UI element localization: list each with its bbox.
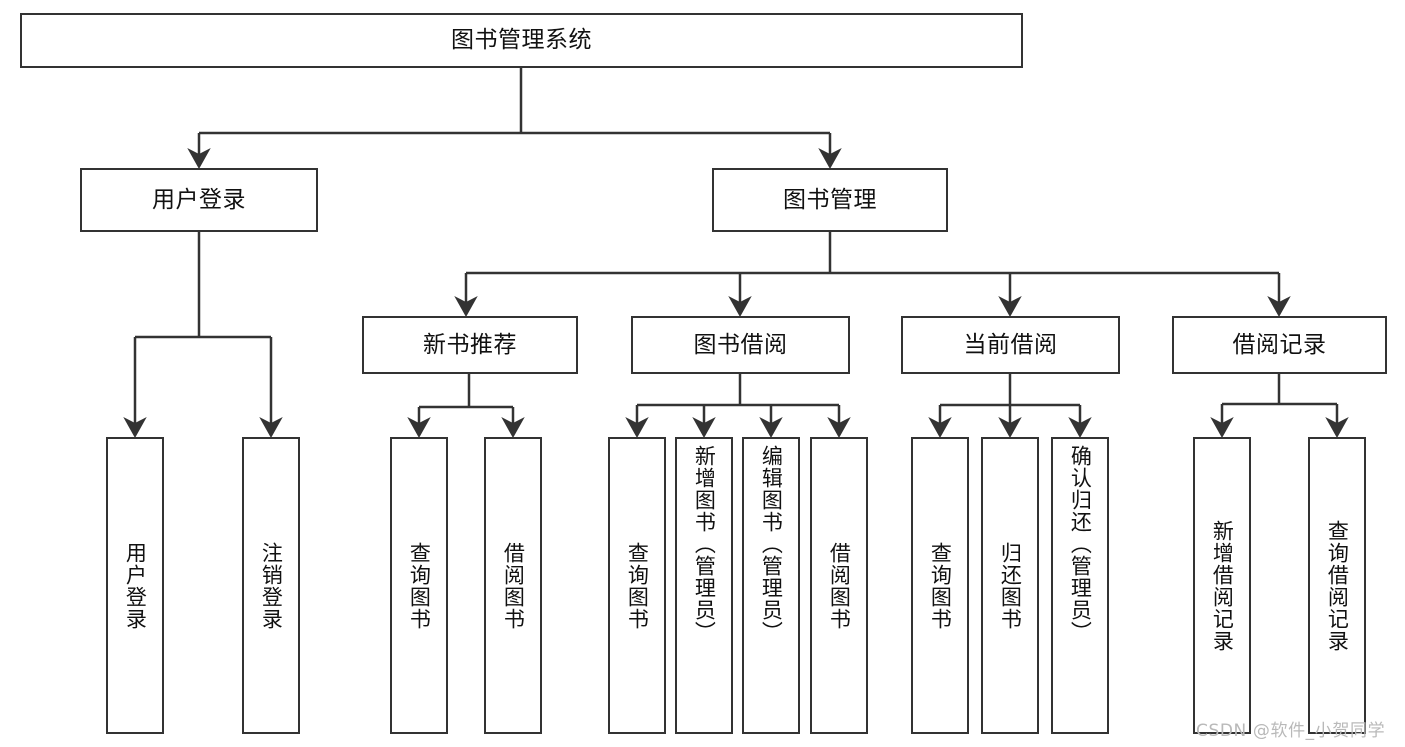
leaf-edit-book[interactable]: 编辑图书（管理员） (742, 437, 800, 734)
csdn-watermark: CSDN @软件_小贺同学 (1196, 721, 1386, 741)
node-label: 归还图书 (998, 541, 1023, 630)
node-label: 查询图书 (407, 541, 432, 630)
leaf-borrow-book-2[interactable]: 借阅图书 (810, 437, 868, 734)
node-label: 新增借阅记录 (1210, 519, 1235, 652)
leaf-add-record[interactable]: 新增借阅记录 (1193, 437, 1251, 734)
node-root-system[interactable]: 图书管理系统 (20, 13, 1023, 68)
leaf-query-book-1[interactable]: 查询图书 (390, 437, 448, 734)
leaf-user-login[interactable]: 用户登录 (106, 437, 164, 734)
node-label: 查询图书 (928, 541, 953, 630)
node-label: 确认归还（管理员） (1068, 445, 1093, 643)
leaf-query-book-3[interactable]: 查询图书 (911, 437, 969, 734)
leaf-query-record[interactable]: 查询借阅记录 (1308, 437, 1366, 734)
node-label: 查询图书 (625, 541, 650, 630)
node-book-manage[interactable]: 图书管理 (712, 168, 948, 232)
node-label: 借阅记录 (1232, 331, 1327, 358)
node-label: 当前借阅 (963, 331, 1058, 358)
node-book-borrow[interactable]: 图书借阅 (631, 316, 850, 374)
node-label: 图书管理 (783, 186, 877, 213)
node-label: 编辑图书（管理员） (759, 445, 784, 643)
leaf-query-book-2[interactable]: 查询图书 (608, 437, 666, 734)
node-label: 新书推荐 (423, 331, 517, 358)
node-label: 查询借阅记录 (1325, 519, 1350, 652)
node-new-book-recommend[interactable]: 新书推荐 (362, 316, 578, 374)
node-label: 图书借阅 (693, 331, 788, 358)
node-label: 图书管理系统 (451, 27, 592, 54)
node-label: 注销登录 (259, 541, 284, 630)
node-label: 用户登录 (123, 541, 148, 630)
leaf-confirm-return[interactable]: 确认归还（管理员） (1051, 437, 1109, 734)
leaf-logout-login[interactable]: 注销登录 (242, 437, 300, 734)
leaf-add-book[interactable]: 新增图书（管理员） (675, 437, 733, 734)
node-borrow-record[interactable]: 借阅记录 (1172, 316, 1387, 374)
leaf-borrow-book-1[interactable]: 借阅图书 (484, 437, 542, 734)
node-label: 用户登录 (152, 186, 246, 213)
node-label: 借阅图书 (827, 541, 852, 630)
node-user-login[interactable]: 用户登录 (80, 168, 318, 232)
node-label: 借阅图书 (501, 541, 526, 630)
leaf-return-book[interactable]: 归还图书 (981, 437, 1039, 734)
node-current-borrow[interactable]: 当前借阅 (901, 316, 1120, 374)
node-label: 新增图书（管理员） (692, 445, 717, 643)
